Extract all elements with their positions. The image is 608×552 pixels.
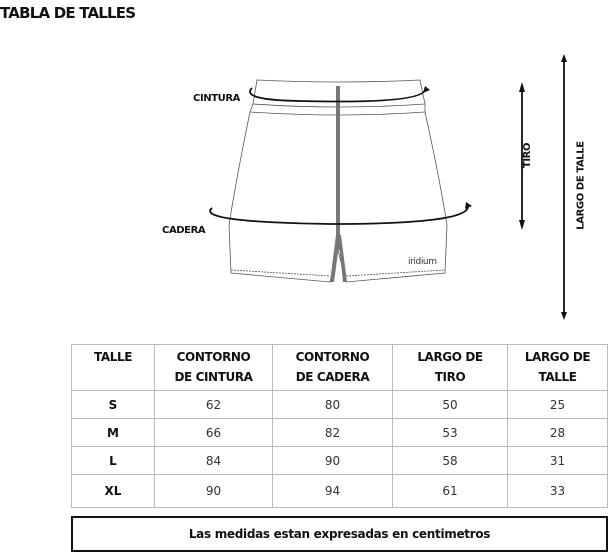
cell: 80: [272, 390, 393, 419]
units-note: Las medidas estan expresadas en centimet…: [71, 516, 608, 552]
cell: 33: [507, 474, 608, 508]
cell: 28: [507, 418, 608, 447]
cell: 84: [154, 446, 273, 475]
cell: 31: [507, 446, 608, 475]
tiro-label: TIRO: [522, 142, 534, 169]
size-cell: XL: [71, 474, 155, 508]
arrow-icon: [423, 86, 430, 93]
size-cell: L: [71, 446, 155, 475]
cell: 50: [392, 390, 508, 419]
cell: 53: [392, 418, 508, 447]
cell: 90: [154, 474, 273, 508]
cadera-label: CADERA: [162, 225, 206, 236]
shorts-diagram: [209, 54, 567, 320]
cell: 90: [272, 446, 393, 475]
size-cell: M: [71, 418, 155, 447]
cell: 82: [272, 418, 393, 447]
header-talle: TALLE: [71, 344, 155, 391]
page-title: TABLA DE TALLES: [0, 4, 136, 22]
cell: 66: [154, 418, 273, 447]
brand-logo: iridium: [408, 257, 437, 267]
size-cell: S: [71, 390, 155, 419]
cell: 61: [392, 474, 508, 508]
largo-talle-label: LARGO DE TALLE: [575, 141, 587, 230]
cell: 58: [392, 446, 508, 475]
cintura-label: CINTURA: [193, 93, 241, 104]
cell: 25: [507, 390, 608, 419]
cell: 94: [272, 474, 393, 508]
arrow-icon: [465, 202, 472, 209]
cell: 62: [154, 390, 273, 419]
